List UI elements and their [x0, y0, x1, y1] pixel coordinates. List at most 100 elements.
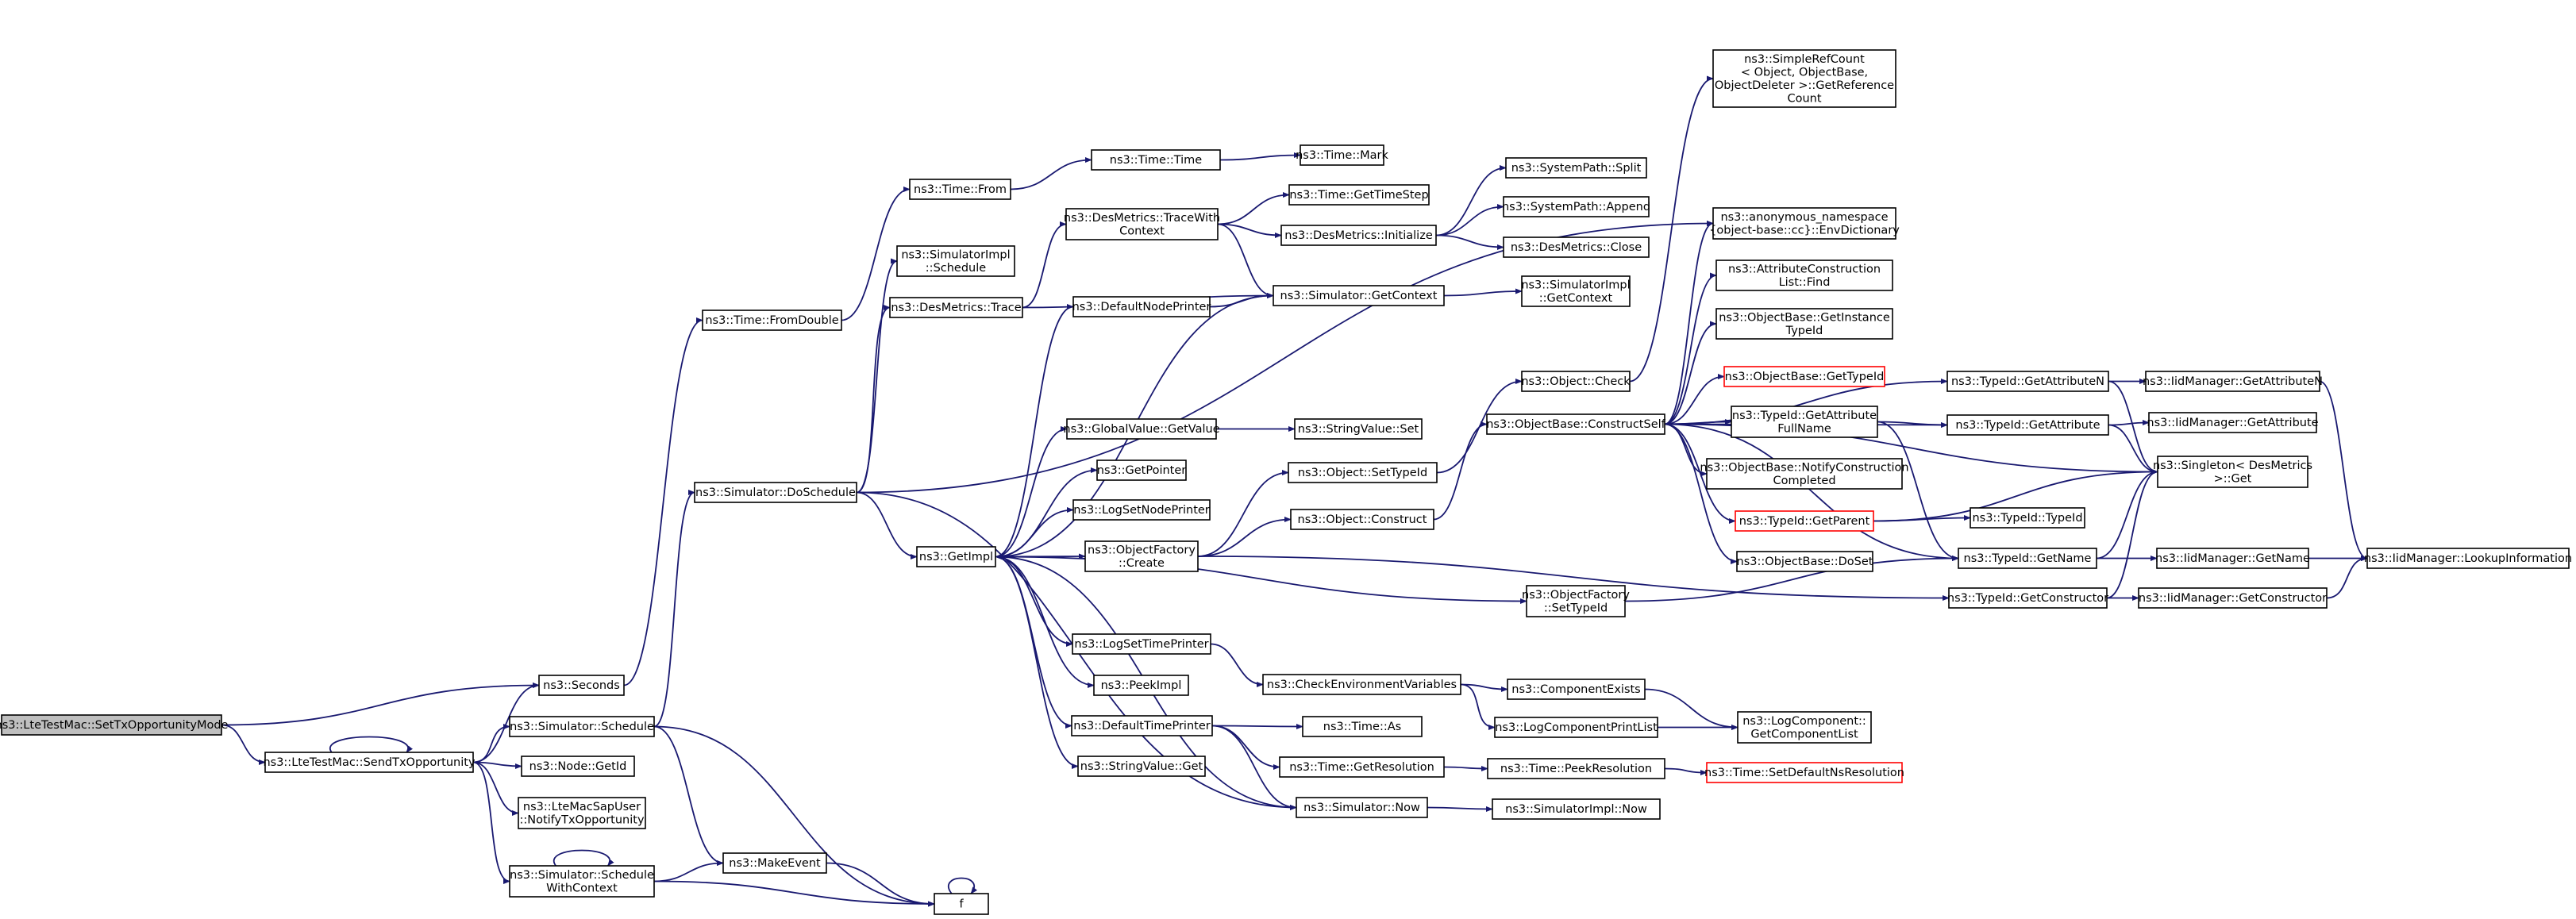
graph-node-iidgetattr[interactable]: ns3::IidManager::GetAttribute	[2147, 412, 2319, 433]
graph-node-timetime[interactable]: ns3::Time::Time	[1091, 149, 1221, 171]
node-label: FullName	[1777, 422, 1831, 435]
graph-node-close[interactable]: ns3::DesMetrics::Close	[1503, 236, 1650, 258]
call-edge-defaulttimeprinter-to-timeas	[1211, 723, 1303, 730]
node-box	[2156, 548, 2309, 569]
call-edge-constructself-to-doset	[1664, 423, 1738, 565]
graph-node-defaultnodeprinter[interactable]: ns3::DefaultNodePrinter	[1072, 296, 1211, 317]
node-label: ns3::Time::GetResolution	[1289, 761, 1434, 774]
graph-node-getcontext[interactable]: ns3::Simulator::GetContext	[1273, 285, 1445, 306]
node-box	[1731, 406, 1878, 438]
graph-node-append[interactable]: ns3::SystemPath::Append	[1502, 196, 1650, 217]
graph-node-iidgetname[interactable]: ns3::IidManager::GetName	[2155, 548, 2310, 569]
graph-node-setobjtypeid[interactable]: ns3::Object::SetTypeId	[1288, 462, 1438, 483]
graph-node-fromdouble[interactable]: ns3::Time::FromDouble	[702, 310, 842, 331]
graph-node-makeevent[interactable]: ns3::MakeEvent	[722, 852, 827, 874]
call-edge-peekresolution-to-setdefaultres	[1664, 767, 1708, 776]
graph-node-getparent[interactable]: ns3::TypeId::GetParent	[1735, 510, 1874, 532]
node-label: ns3::TypeId::GetAttributeN	[1951, 375, 2104, 388]
call-edge-tracewith-to-initialize	[1217, 223, 1282, 239]
graph-node-doset[interactable]: ns3::ObjectBase::DoSet	[1736, 551, 1873, 572]
call-edge-objfactcreate-to-objconstruct	[1197, 516, 1292, 557]
node-label: ns3::ObjectFactory	[1088, 544, 1196, 556]
graph-node-peekresolution[interactable]: ns3::Time::PeekResolution	[1487, 758, 1665, 779]
graph-node-gettimestep[interactable]: ns3::Time::GetTimeStep	[1288, 184, 1430, 206]
graph-node-stringget[interactable]: ns3::StringValue::Get	[1077, 756, 1206, 777]
graph-node-notifyconstruction[interactable]: ns3::ObjectBase::NotifyConstructionCompl…	[1700, 458, 1909, 490]
node-box	[1084, 540, 1199, 572]
graph-node-objfactcreate[interactable]: ns3::ObjectFactory::Create	[1084, 540, 1199, 572]
node-label: ns3::AttributeConstruction	[1728, 263, 1881, 275]
call-edge-simschedule-to-doschedule	[653, 489, 695, 728]
graph-node-objbasegettypeid[interactable]: ns3::ObjectBase::GetTypeId	[1723, 366, 1885, 387]
node-box	[1494, 717, 1658, 738]
graph-node-getconstructor[interactable]: ns3::TypeId::GetConstructor	[1947, 587, 2108, 609]
graph-node-logsettime[interactable]: ns3::LogSetTimePrinter	[1072, 633, 1211, 655]
graph-node-simnow[interactable]: ns3::Simulator::Now	[1296, 797, 1428, 818]
graph-node-getattr[interactable]: ns3::TypeId::GetAttribute	[1946, 414, 2109, 436]
graph-node-setdefaultres[interactable]: ns3::Time::SetDefaultNsResolution	[1704, 762, 1904, 783]
graph-node-objcheck[interactable]: ns3::Object::Check	[1521, 371, 1631, 392]
graph-node-timefrom[interactable]: ns3::Time::From	[909, 179, 1011, 200]
call-edge-initialize-to-split	[1435, 164, 1507, 236]
node-label: ns3::Simulator::Schedule	[510, 721, 654, 733]
graph-node-timemark[interactable]: ns3::Time::Mark	[1296, 144, 1388, 166]
graph-node-checkenv[interactable]: ns3::CheckEnvironmentVariables	[1262, 674, 1461, 695]
node-label: ns3::IidManager::GetAttributeN	[2143, 375, 2323, 388]
graph-node-envdict[interactable]: ns3::anonymous_namespace{object-base::cc…	[1709, 207, 1900, 240]
graph-node-logprintlist[interactable]: ns3::LogComponentPrintList	[1494, 717, 1658, 738]
graph-node-getimpl[interactable]: ns3::GetImpl	[916, 546, 996, 567]
graph-node-getcomplist[interactable]: ns3::LogComponent::GetComponentList	[1737, 711, 1872, 744]
graph-node-peekimpl[interactable]: ns3::PeekImpl	[1093, 675, 1189, 696]
graph-node-f[interactable]: f	[934, 893, 989, 915]
graph-node-sendtx[interactable]: ns3::LteTestMac::SendTxOpportunity	[263, 752, 476, 773]
call-edge-sendtx-to-nodegetid	[472, 761, 522, 770]
node-label: ns3::ObjectBase::ConstructSelf	[1486, 418, 1665, 431]
graph-node-lookup[interactable]: ns3::IidManager::LookupInformation	[2364, 548, 2572, 569]
node-box	[1503, 196, 1650, 217]
graph-node-implnow[interactable]: ns3::SimulatorImpl::Now	[1492, 798, 1661, 820]
graph-node-notifytx[interactable]: ns3::LteMacSapUser::NotifyTxOpportunity	[518, 797, 646, 829]
graph-node-constructself[interactable]: ns3::ObjectBase::ConstructSelf	[1486, 413, 1666, 435]
node-label: ns3::PeekImpl	[1101, 679, 1182, 692]
graph-node-stringset[interactable]: ns3::StringValue::Set	[1294, 418, 1423, 440]
call-edge-sendtx-to-schedctx	[472, 761, 510, 885]
graph-node-getname[interactable]: ns3::TypeId::GetName	[1958, 548, 2097, 569]
graph-node-factsettypeid[interactable]: ns3::ObjectFactory::SetTypeId	[1522, 585, 1630, 617]
graph-node-desmetricstrace[interactable]: ns3::DesMetrics::Trace	[889, 297, 1023, 318]
graph-node-tidtypeid[interactable]: ns3::TypeId::TypeId	[1970, 507, 2085, 529]
graph-node-getpointer[interactable]: ns3::GetPointer	[1096, 460, 1187, 481]
graph-node-defaulttimeprinter[interactable]: ns3::DefaultTimePrinter	[1071, 715, 1213, 736]
graph-node-getresolution[interactable]: ns3::Time::GetResolution	[1279, 756, 1445, 778]
graph-node-simplerefcount[interactable]: ns3::SimpleRefCount< Object, ObjectBase,…	[1712, 49, 1896, 108]
node-box	[1302, 716, 1423, 737]
node-label: ns3::ObjectBase::GetTypeId	[1725, 371, 1885, 383]
graph-node-singleton[interactable]: ns3::Singleton< DesMetrics>::Get	[2153, 456, 2312, 488]
graph-node-simschedule[interactable]: ns3::Simulator::Schedule	[509, 716, 655, 737]
graph-node-simimplschedule[interactable]: ns3::SimulatorImpl::Schedule	[896, 245, 1015, 277]
node-label: ns3::Time::From	[914, 183, 1007, 196]
node-box	[896, 245, 1015, 277]
call-edge-tracewith-to-getcontext	[1217, 223, 1274, 299]
graph-node-timeas[interactable]: ns3::Time::As	[1302, 716, 1423, 737]
graph-node-globalvalue[interactable]: ns3::GlobalValue::GetValue	[1063, 418, 1220, 440]
graph-node-doschedule[interactable]: ns3::Simulator::DoSchedule	[694, 482, 857, 503]
graph-node-initialize[interactable]: ns3::DesMetrics::Initialize	[1280, 225, 1437, 246]
node-label: ns3::Object::Construct	[1298, 513, 1427, 526]
graph-node-getattrn[interactable]: ns3::TypeId::GetAttributeN	[1946, 371, 2109, 392]
graph-node-seconds[interactable]: ns3::Seconds	[538, 675, 625, 696]
node-label: ns3::Time::PeekResolution	[1500, 763, 1652, 775]
graph-node-componentexists[interactable]: ns3::ComponentExists	[1507, 679, 1646, 700]
graph-node-split[interactable]: ns3::SystemPath::Split	[1505, 157, 1647, 179]
graph-node-iidgetattrn[interactable]: ns3::IidManager::GetAttributeN	[2143, 371, 2323, 392]
graph-node-objconstruct[interactable]: ns3::Object::Construct	[1290, 509, 1434, 530]
graph-node-iidgetconstructor[interactable]: ns3::IidManager::GetConstructor	[2138, 587, 2328, 609]
graph-node-logsetnode[interactable]: ns3::LogSetNodePrinter	[1072, 499, 1211, 521]
graph-node-nodegetid[interactable]: ns3::Node::GetId	[521, 756, 635, 777]
graph-node-implgetcontext[interactable]: ns3::SimulatorImpl::GetContext	[1521, 275, 1631, 307]
graph-node-root[interactable]: ns3::LteTestMac::SetTxOpportunityMode	[0, 714, 229, 736]
